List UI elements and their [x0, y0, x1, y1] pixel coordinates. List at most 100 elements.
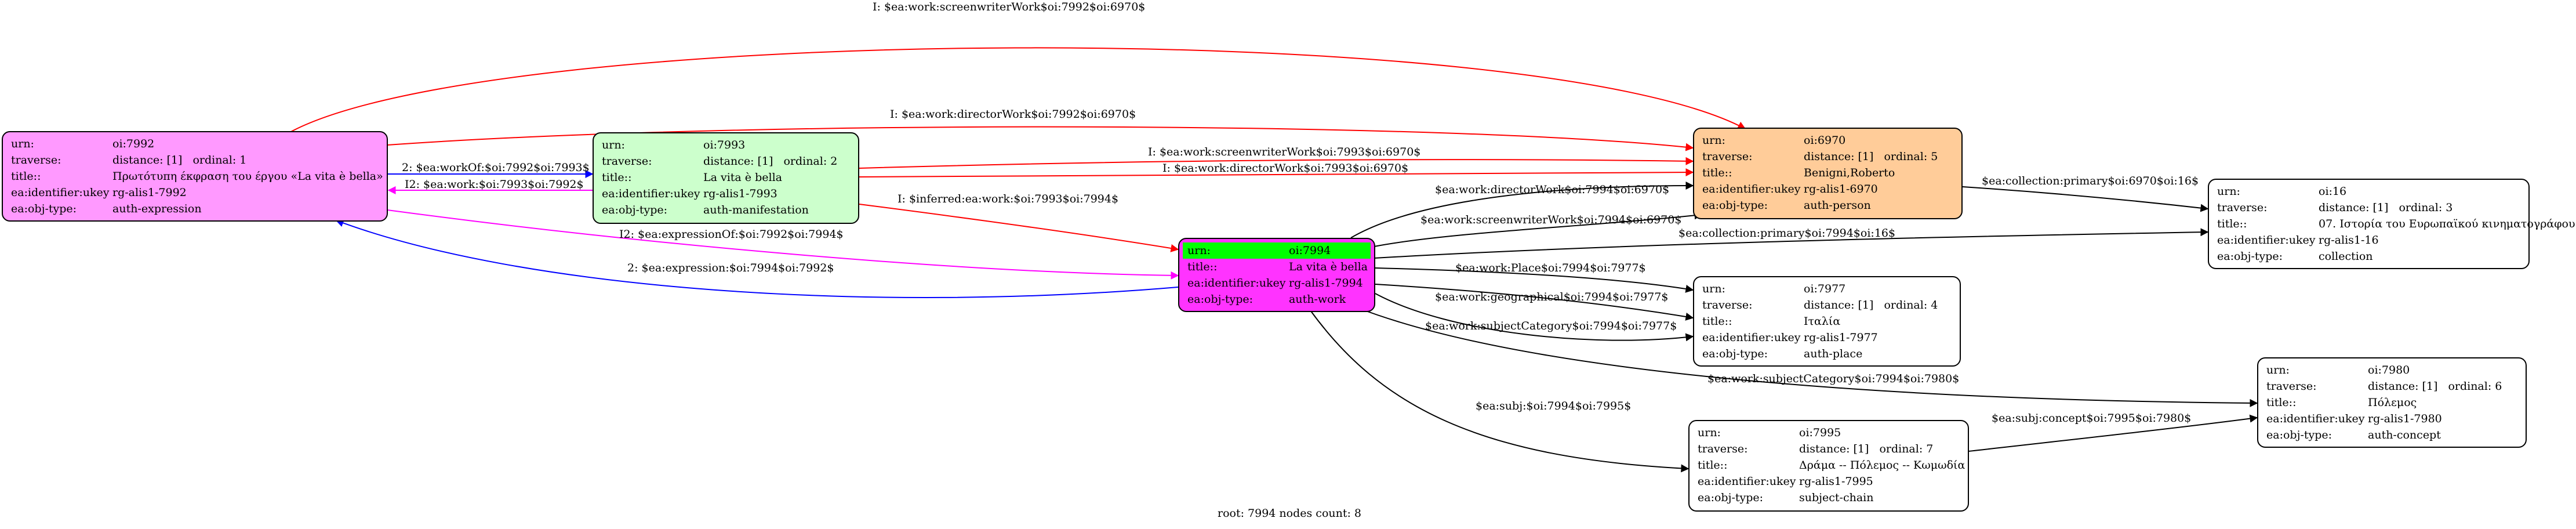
edge-e12	[1962, 186, 2209, 212]
edge-e10	[1350, 182, 1694, 238]
ukey-key: ea:identifier:ukey	[2266, 412, 2365, 425]
title-value: Benigni,Roberto	[1804, 166, 1895, 179]
edge-label-e14: $ea:work:Place$oi:7994$oi:7977$	[1455, 262, 1646, 274]
node-oi-7995[interactable]: urn: oi:7995 traverse: distance: [1] ordina…	[1688, 420, 1969, 512]
edge-e18	[1310, 310, 1690, 473]
edge-e9	[335, 219, 1179, 298]
distance-value: distance: [1]	[112, 154, 183, 166]
ukey-value: rg-alis1-7995	[1799, 475, 1873, 488]
title-key: title::	[1702, 315, 1732, 328]
node-oi-7994[interactable]: urn:oi:7994 title::La vita è bella ea:id…	[1178, 238, 1375, 312]
distance-value: distance: [1]	[1804, 299, 1874, 311]
ukey-key: ea:identifier:ukey	[602, 187, 700, 200]
urn-value: oi:6970	[1804, 134, 1846, 147]
traverse-key: traverse:	[1698, 443, 1748, 455]
edge-label-e16: $ea:work:subjectCategory$oi:7994$oi:7977…	[1425, 320, 1677, 332]
title-key: title::	[2266, 396, 2297, 409]
ordinal-value: ordinal: 2	[783, 155, 838, 168]
node-oi-6970[interactable]: urn:oi:6970 traverse:distance: [1]ordina…	[1693, 128, 1963, 219]
edge-e5	[859, 157, 1694, 169]
edge-e14	[1375, 267, 1694, 293]
type-key: ea:obj-type:	[1187, 293, 1254, 306]
ordinal-value: ordinal: 7	[1879, 443, 1934, 455]
ukey-value: rg-alis1-7992	[112, 186, 187, 199]
traverse-key: traverse:	[11, 154, 61, 166]
ukey-key: ea:identifier:ukey	[11, 186, 110, 199]
node-oi-7992[interactable]: urn:oi:7992 traverse:distance: [1]ordina…	[2, 131, 388, 222]
type-value: subject-chain	[1799, 491, 1874, 504]
type-value: auth-manifestation	[703, 204, 809, 216]
ukey-value: rg-alis1-16	[2319, 234, 2379, 247]
ordinal-value: ordinal: 3	[2399, 201, 2453, 214]
urn-key: urn:	[2217, 185, 2240, 198]
traverse-key: traverse:	[2217, 201, 2268, 214]
ukey-value: rg-alis1-6970	[1804, 183, 1878, 195]
urn-key: urn:	[602, 139, 625, 151]
type-key: ea:obj-type:	[602, 204, 668, 216]
edge-e19	[1968, 414, 2258, 452]
ukey-value: rg-alis1-7994	[1289, 277, 1363, 289]
edge-label-e3: 2: $ea:workOf:$oi:7992$oi:7993$	[402, 161, 590, 174]
title-value: Πρωτότυπη έκφραση του έργου «La vita è b…	[112, 170, 383, 183]
title-key: title::	[1702, 166, 1732, 179]
urn-value: oi:7994	[1289, 244, 1331, 257]
title-key: title::	[11, 170, 41, 183]
node-oi-7980[interactable]: urn:oi:7980 traverse:distance: [1]ordina…	[2257, 357, 2527, 448]
type-key: ea:obj-type:	[2217, 250, 2283, 263]
title-value: Δράμα -- Πόλεμος -- Κωμωδία	[1799, 459, 1965, 472]
edge-label-e15: $ea:work:geographical$oi:7994$oi:7977$	[1435, 291, 1669, 303]
traverse-key: traverse:	[1702, 299, 1753, 311]
edge-e11	[1374, 211, 1703, 247]
edge-label-e7: I: $inferred:ea:work:$oi:7993$oi:7994$	[898, 193, 1118, 205]
type-value: collection	[2319, 250, 2373, 263]
urn-value: oi:7992	[112, 137, 155, 150]
distance-value: distance: [1]	[2368, 380, 2438, 393]
type-value: auth-expression	[112, 202, 202, 215]
node-oi-16[interactable]: urn:oi:16 traverse:distance: [1]ordinal:…	[2208, 179, 2575, 269]
urn-key: urn:	[1698, 426, 1721, 439]
edge-e7	[859, 204, 1179, 252]
node-oi-7977[interactable]: urn: oi:7977 traverse: distance: [1] ordina…	[1693, 276, 1961, 367]
ordinal-value: ordinal: 4	[1884, 299, 1938, 311]
type-key: ea:obj-type:	[1702, 347, 1768, 360]
traverse-key: traverse:	[602, 155, 652, 168]
distance-value: distance: [1]	[1799, 443, 1869, 455]
urn-key: urn:	[1702, 134, 1725, 147]
ukey-key: ea:identifier:ukey	[1698, 475, 1796, 488]
distance-value: distance: [1]	[2319, 201, 2389, 214]
title-value: Ιταλία	[1804, 315, 1841, 328]
type-key: ea:obj-type:	[2266, 429, 2332, 441]
urn-key: urn:	[2266, 364, 2290, 376]
edge-label-e6: I: $ea:work:directorWork$oi:7993$oi:6970…	[1162, 162, 1408, 175]
title-key: title::	[1187, 260, 1218, 273]
title-key: title::	[602, 171, 632, 184]
ukey-key: ea:identifier:ukey	[1702, 183, 1801, 195]
urn-key: urn:	[1702, 282, 1725, 295]
urn-value: oi:7995	[1799, 426, 1841, 439]
urn-value: oi:7977	[1804, 282, 1846, 295]
ukey-key: ea:identifier:ukey	[2217, 234, 2316, 247]
edge-label-e2: I: $ea:work:directorWork$oi:7992$oi:6970…	[890, 108, 1136, 121]
edge-label-e17: $ea:work:subjectCategory$oi:7994$oi:7980…	[1707, 372, 1959, 385]
graph-footer: root: 7994 nodes count: 8	[1218, 507, 1362, 520]
edge-e8	[387, 209, 1179, 280]
ukey-key: ea:identifier:ukey	[1187, 277, 1286, 289]
urn-value: oi:7993	[703, 139, 746, 151]
edge-label-e18: $ea:subj:$oi:7994$oi:7995$	[1476, 400, 1631, 412]
node-oi-7993[interactable]: urn:oi:7993 traverse:distance: [1]ordina…	[593, 132, 859, 224]
edge-label-e1: I: $ea:work:screenwriterWork$oi:7992$oi:…	[873, 1, 1145, 13]
title-value: 07. Ιστορία του Ευρωπαϊκού κινηματογράφο…	[2319, 218, 2575, 230]
traverse-key: traverse:	[1702, 150, 1753, 163]
title-key: title::	[2217, 218, 2247, 230]
edge-label-e12: $ea:collection:primary$oi:6970$oi:16$	[1982, 175, 2199, 187]
edge-e13	[1374, 228, 2209, 259]
type-value: auth-work	[1289, 293, 1346, 306]
traverse-key: traverse:	[2266, 380, 2317, 393]
ordinal-value: ordinal: 6	[2448, 380, 2502, 393]
title-key: title::	[1698, 459, 1728, 472]
edge-label-e5: I: $ea:work:screenwriterWork$oi:7993$oi:…	[1148, 146, 1420, 158]
edge-label-e10: $ea:work:directorWork$oi:7994$oi:6970$	[1435, 183, 1669, 196]
edge-e17	[1356, 307, 2258, 407]
type-value: auth-person	[1804, 199, 1871, 212]
